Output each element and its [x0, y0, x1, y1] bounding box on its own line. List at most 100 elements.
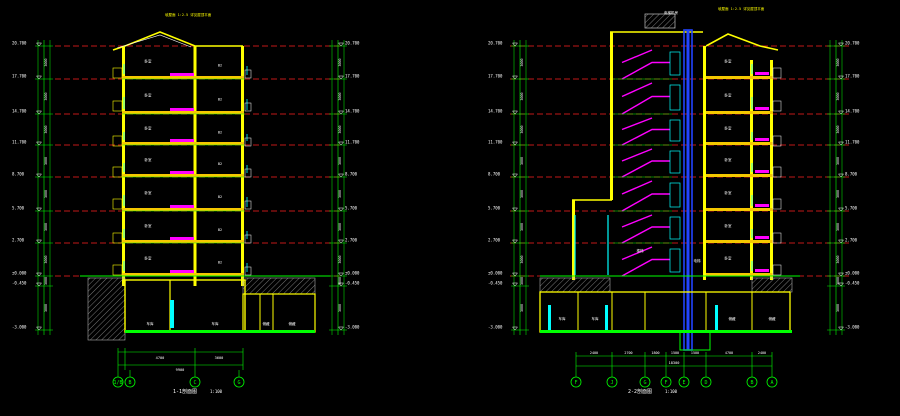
machine-room-block [644, 13, 676, 29]
s2-left-span-dim: 3000 [520, 304, 524, 312]
axis-bubble [189, 376, 201, 388]
s2-left-span-dim: 3000 [520, 157, 524, 165]
floor-slab [122, 142, 244, 145]
s1-right-elev-marker [337, 207, 345, 212]
s2-left-elev-label: 17.700 [488, 74, 503, 79]
stair-flight-a [621, 128, 670, 146]
axis-bubble-label: C [193, 380, 196, 386]
basement-outline [124, 279, 246, 333]
axis-bubble [746, 376, 758, 388]
s1-right-span-dim: 3000 [338, 277, 342, 285]
s1-right-elev-marker [337, 326, 345, 331]
room-code: B2 [218, 162, 222, 166]
s1-right-span-dim: 3000 [338, 93, 342, 101]
basement-column [715, 305, 718, 330]
s1-right-elev-label: 17.700 [345, 74, 360, 79]
s2-left-span-dim: 3000 [520, 93, 524, 101]
s1-left-elev-label: 11.700 [12, 140, 27, 145]
s2-left-elev-label: 14.700 [488, 109, 503, 114]
window-marker [755, 72, 769, 75]
s2-right-elev-marker [837, 75, 845, 80]
s2-left-elev-label: -0.450 [488, 281, 503, 286]
s2-right-elev-label: -0.450 [845, 281, 860, 286]
stair-flight-b [621, 117, 653, 131]
ac-unit [244, 200, 252, 210]
floor-slab [706, 208, 773, 211]
axis-bubble-label: A [770, 380, 773, 386]
s1-left-elev-marker [35, 207, 43, 212]
balcony-rail [772, 232, 782, 244]
stair-flight-a [621, 258, 670, 277]
window-marker [755, 269, 769, 272]
earth-fill-right [242, 277, 316, 295]
s2-left-elev-marker [511, 173, 519, 178]
floor-slab [122, 76, 244, 79]
axis-bubble [124, 376, 136, 388]
s1-left-span-dim: 3000 [44, 256, 48, 264]
bottom-dim-value: 4700 [156, 356, 165, 360]
axis-bubble [639, 376, 651, 388]
s1-right-elev-label: 14.700 [345, 109, 360, 114]
s2-left-elev-marker [511, 75, 519, 80]
s1-left-span-dim: 3000 [44, 93, 48, 101]
basement-annex [242, 293, 316, 333]
balcony-rail [772, 198, 782, 210]
room-label: 卧室 [145, 59, 152, 64]
s1-left-span-dim: 3000 [44, 157, 48, 165]
ac-unit [244, 102, 252, 112]
s2-left-span-dim: 3000 [520, 126, 524, 134]
window-marker [755, 236, 769, 239]
room-label: 卧室 [725, 223, 733, 228]
s1-left-span-dim: 3000 [44, 59, 48, 67]
room-label: 卧室 [725, 256, 733, 261]
ac-unit [244, 137, 252, 147]
earth-fill-left [539, 277, 611, 293]
s1-right-elev-marker [337, 272, 345, 277]
axis-bubble-label: E [682, 380, 685, 386]
low-left-wall [572, 200, 575, 280]
floor-slab [706, 174, 773, 177]
basement-column [605, 305, 608, 330]
bottom-dim-value: 2700 [624, 351, 632, 355]
window-marker [755, 107, 769, 110]
s2-left-elev-label: ±0.000 [488, 271, 503, 276]
bottom-dim-value: 4700 [725, 351, 733, 355]
s2-left-elev-marker [511, 42, 519, 47]
s2-left-elev-marker [511, 239, 519, 244]
s1-left-elev-label: 20.700 [12, 41, 27, 46]
stair-flight-b [621, 148, 653, 162]
s1-left-elev-label: 17.700 [12, 74, 27, 79]
section-1-roof-note: 坡屋面 1:2.5 详见屋顶平面 [165, 12, 212, 17]
s2-right-elev-marker [837, 207, 845, 212]
s1-right-elev-label: 5.700 [345, 206, 358, 211]
stair-flight-a [621, 193, 670, 212]
s2-left-elev-label: 5.700 [488, 206, 501, 211]
s2-left-elev-marker [511, 272, 519, 277]
window-marker [755, 204, 769, 207]
axis-bubble [570, 376, 582, 388]
stair-window [669, 150, 681, 174]
balcony-rail [772, 100, 782, 112]
s2-right-span-dim: 3000 [836, 59, 840, 67]
s2-right-elev-label: 20.700 [845, 41, 860, 46]
s2-left-elev-label: 2.700 [488, 238, 501, 243]
s1-right-elev-marker [337, 239, 345, 244]
s2-right-elev-marker [837, 239, 845, 244]
s1-left-elev-marker [35, 173, 43, 178]
basement-slab [125, 330, 315, 333]
bottom-dim-value: 3600 [215, 356, 224, 360]
room-label: 楼梯 [637, 248, 645, 253]
ac-unit [244, 69, 252, 79]
s1-left-elev-label: 8.700 [12, 172, 25, 177]
s1-right-elev-label: 20.700 [345, 41, 360, 46]
s1-left-elev-marker [35, 282, 43, 287]
s1-right-elev-marker [337, 42, 345, 47]
room-label: 储藏 [289, 321, 297, 326]
s2-right-span-dim: 3000 [836, 190, 840, 198]
elevator-right-wall [703, 46, 706, 280]
s1-left-elev-marker [35, 75, 43, 80]
floor-slab [122, 174, 244, 177]
s2-left-span-dim: 3000 [520, 256, 524, 264]
room-label: 卧室 [725, 157, 733, 162]
s2-right-span-dim: 3000 [836, 256, 840, 264]
